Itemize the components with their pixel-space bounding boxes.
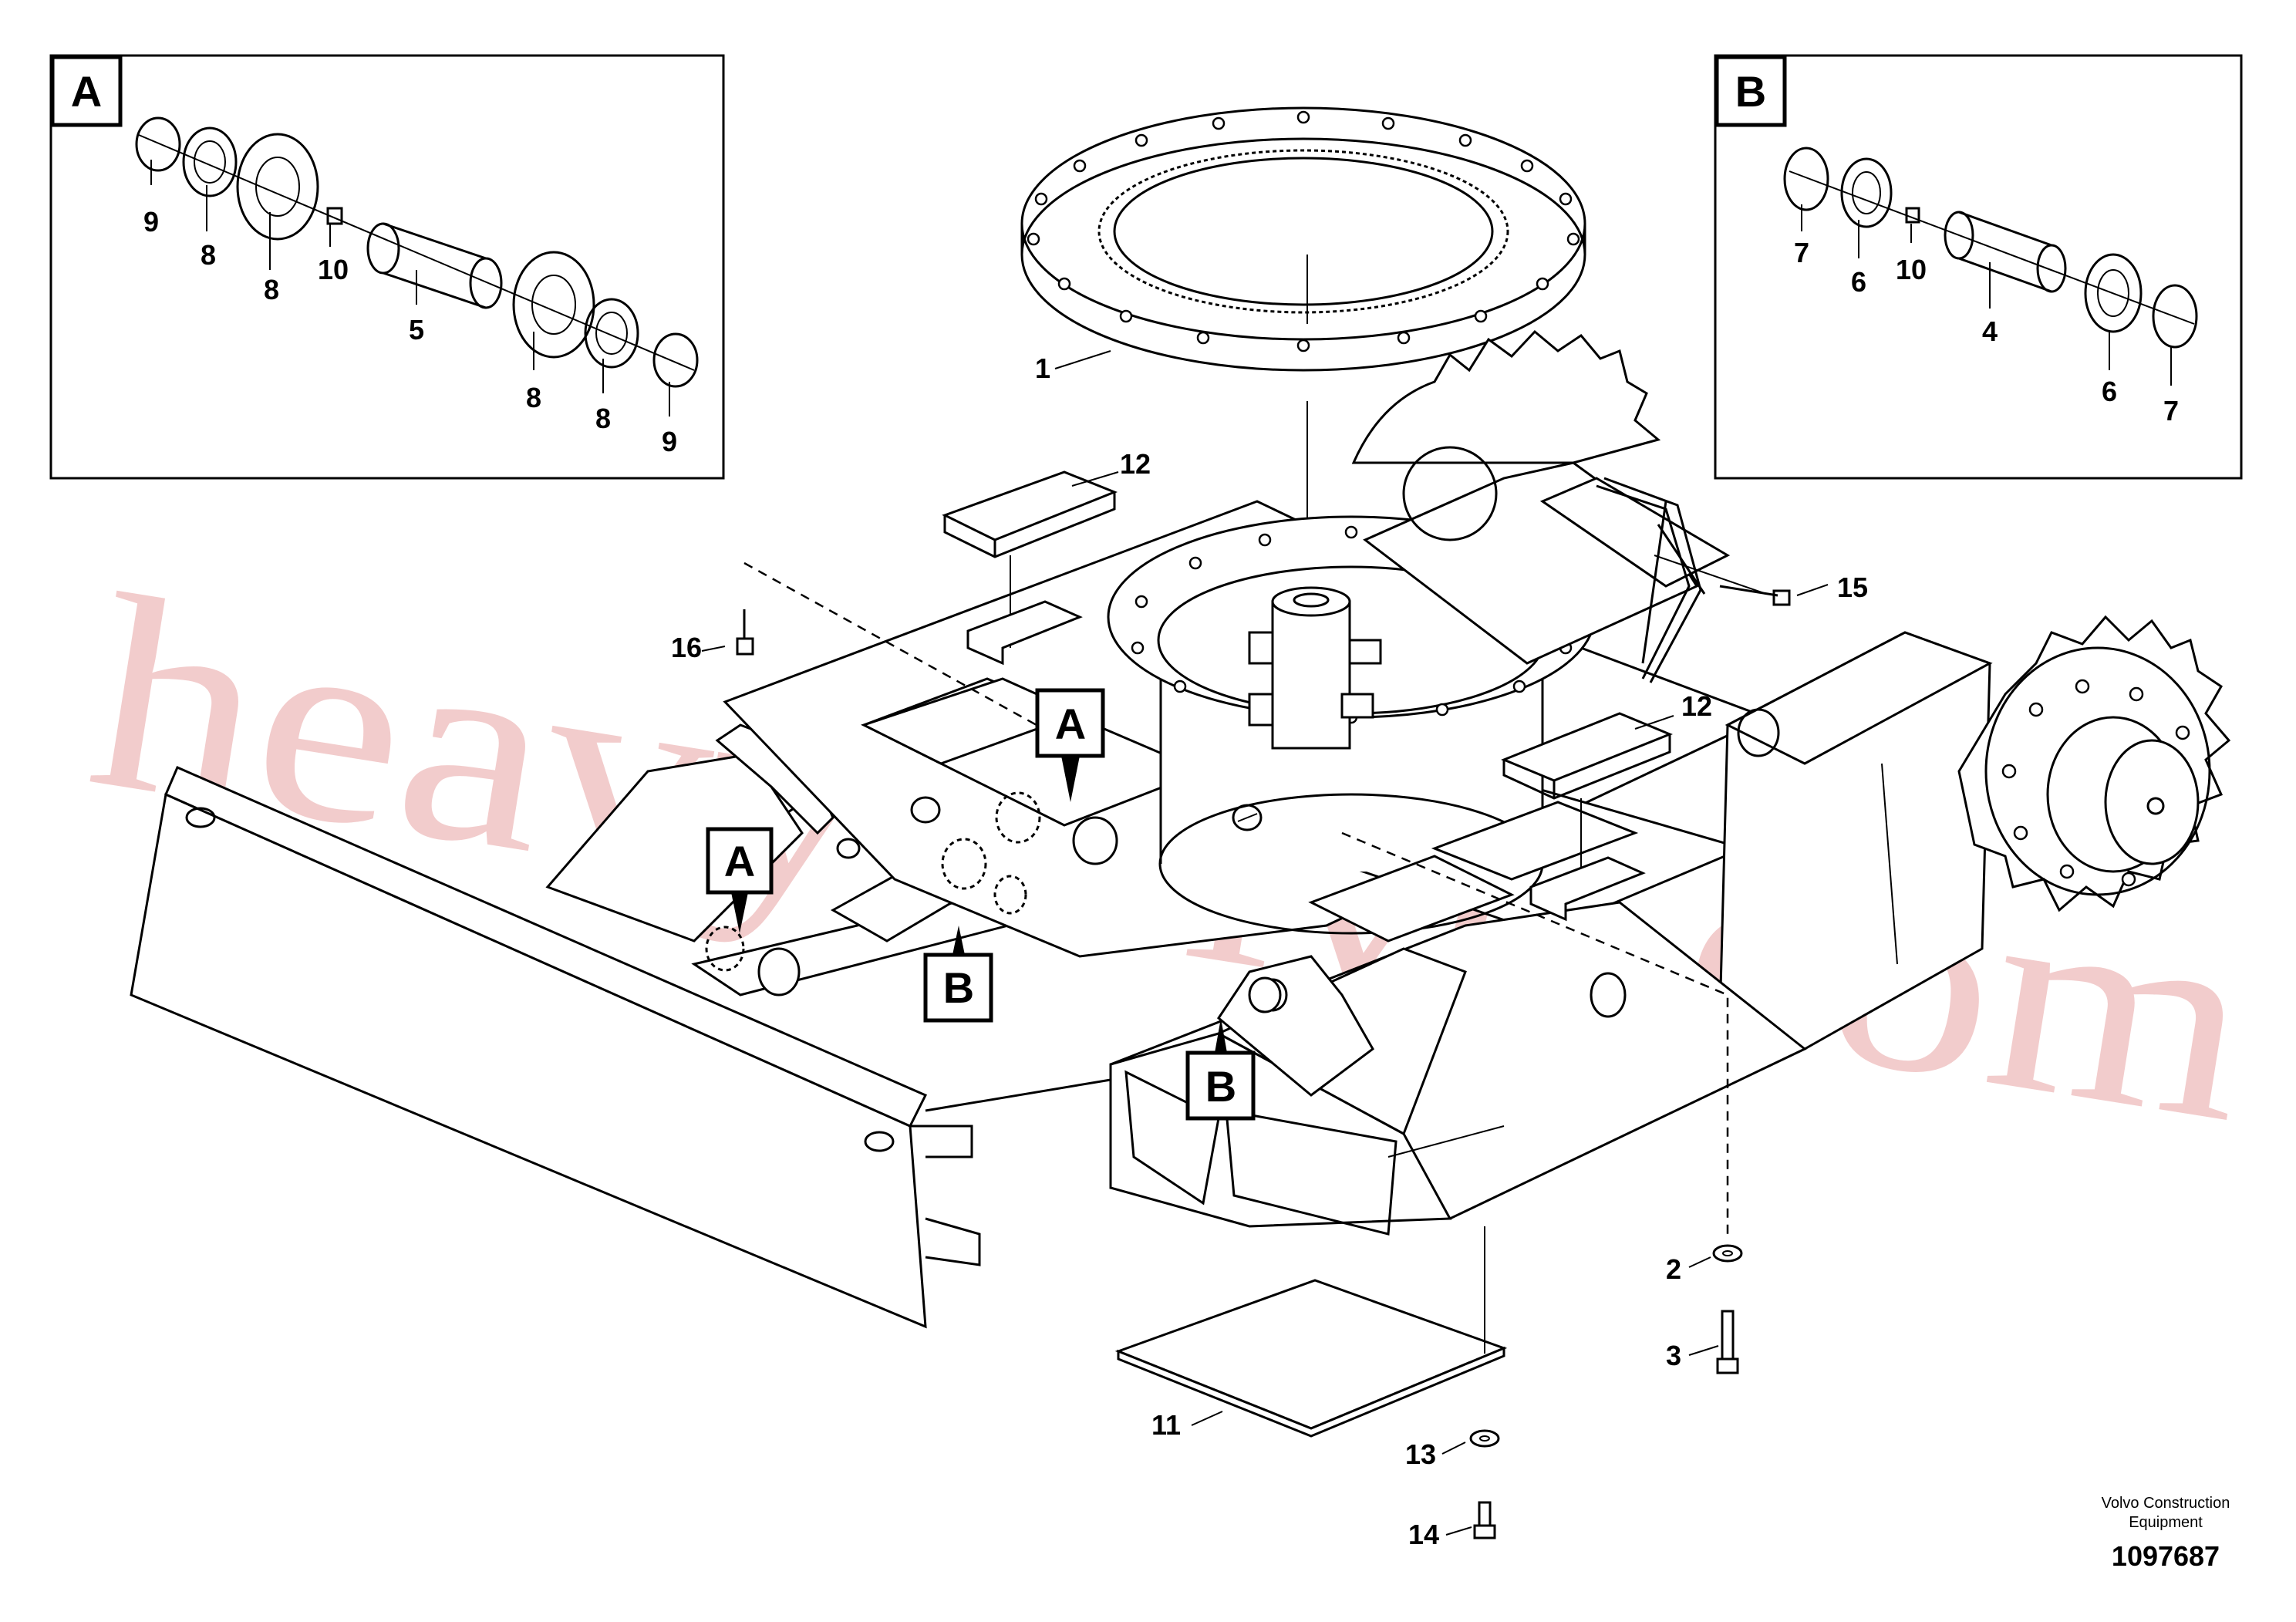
callout-washer-lower: 13 (1405, 1438, 1436, 1470)
company-name-line1: Volvo Construction (2102, 1495, 2230, 1512)
grease-nipple-icon (326, 207, 343, 225)
svg-text:A: A (1055, 700, 1086, 748)
cover-plate (1114, 1279, 1508, 1438)
company-name-line2: Equipment (2129, 1514, 2203, 1531)
callout-wear-plate-top: 12 (1120, 448, 1151, 480)
callout-a-snap-ring-2: 9 (662, 426, 677, 457)
dozer-blade (130, 766, 981, 1329)
callout-b-shim-2: 6 (2102, 376, 2117, 407)
wear-plate-top (942, 470, 1118, 558)
swivel-joint (1248, 586, 1382, 750)
view-tag-b-lower: B (1185, 1018, 1256, 1121)
bolt-left (736, 609, 754, 656)
callout-a-shim-2: 8 (595, 403, 611, 434)
shim-icon (182, 126, 238, 197)
shim-icon (1840, 157, 1893, 228)
view-tag-a-lower: A (706, 827, 774, 933)
snap-ring-icon (2152, 284, 2198, 349)
bolt-right (1654, 555, 1791, 606)
callout-wear-plate-right: 12 (1681, 690, 1712, 722)
callout-a-snap-ring: 9 (143, 206, 159, 238)
inset-a: A 9 8 8 10 5 8 (49, 54, 725, 480)
callout-a-shim: 8 (201, 239, 216, 271)
inset-a-tag: A (71, 67, 102, 116)
drive-sprocket-lower (1957, 615, 2231, 912)
callout-screw: 3 (1666, 1340, 1681, 1371)
view-tag-a-upper: A (1035, 688, 1105, 802)
svg-text:B: B (943, 963, 974, 1012)
snap-ring-icon (652, 332, 699, 388)
svg-text:B: B (1205, 1062, 1236, 1111)
callout-screw-lower: 14 (1408, 1519, 1439, 1550)
screw (1716, 1310, 1739, 1374)
callout-slewing-ring: 1 (1035, 352, 1050, 384)
callout-a-grease-nipple: 10 (318, 254, 349, 285)
pin-icon (366, 222, 503, 309)
callout-a-washer: 8 (264, 274, 279, 305)
inset-b-tag: B (1735, 67, 1766, 116)
washer (1712, 1244, 1743, 1263)
pin-icon (1944, 211, 2067, 293)
callout-cover-plate: 11 (1151, 1409, 1181, 1441)
slewing-ring (1020, 106, 1586, 372)
wear-plate-right (1501, 712, 1673, 800)
snap-ring-icon (1783, 147, 1829, 211)
callout-b-pin: 4 (1982, 315, 1998, 347)
snap-ring-icon (135, 116, 181, 172)
drive-sprocket-upper (1351, 329, 1661, 541)
inset-b: B 7 6 10 4 6 7 (1714, 54, 2243, 480)
callout-a-pin: 5 (409, 314, 424, 346)
thrust-washer-icon (236, 133, 319, 241)
callout-b-grease-nipple: 10 (1896, 254, 1927, 285)
callout-bolt-right: 15 (1837, 572, 1868, 603)
callout-washer: 2 (1666, 1253, 1681, 1285)
callout-b-snap-ring: 7 (1794, 237, 1809, 268)
callout-b-snap-ring-2: 7 (2163, 395, 2179, 427)
screw-lower (1473, 1501, 1496, 1539)
view-tag-b-upper: B (923, 926, 993, 1023)
washer-lower (1469, 1429, 1500, 1448)
callout-b-shim: 6 (1851, 266, 1866, 298)
callout-a-washer-2: 8 (526, 382, 541, 413)
thrust-washer-icon (512, 251, 595, 359)
drawing-number: 1097687 (2112, 1540, 2220, 1572)
shim-icon (2084, 253, 2143, 333)
callout-bolt-left: 16 (671, 632, 702, 663)
shim-icon (584, 298, 639, 369)
svg-text:A: A (724, 837, 755, 885)
